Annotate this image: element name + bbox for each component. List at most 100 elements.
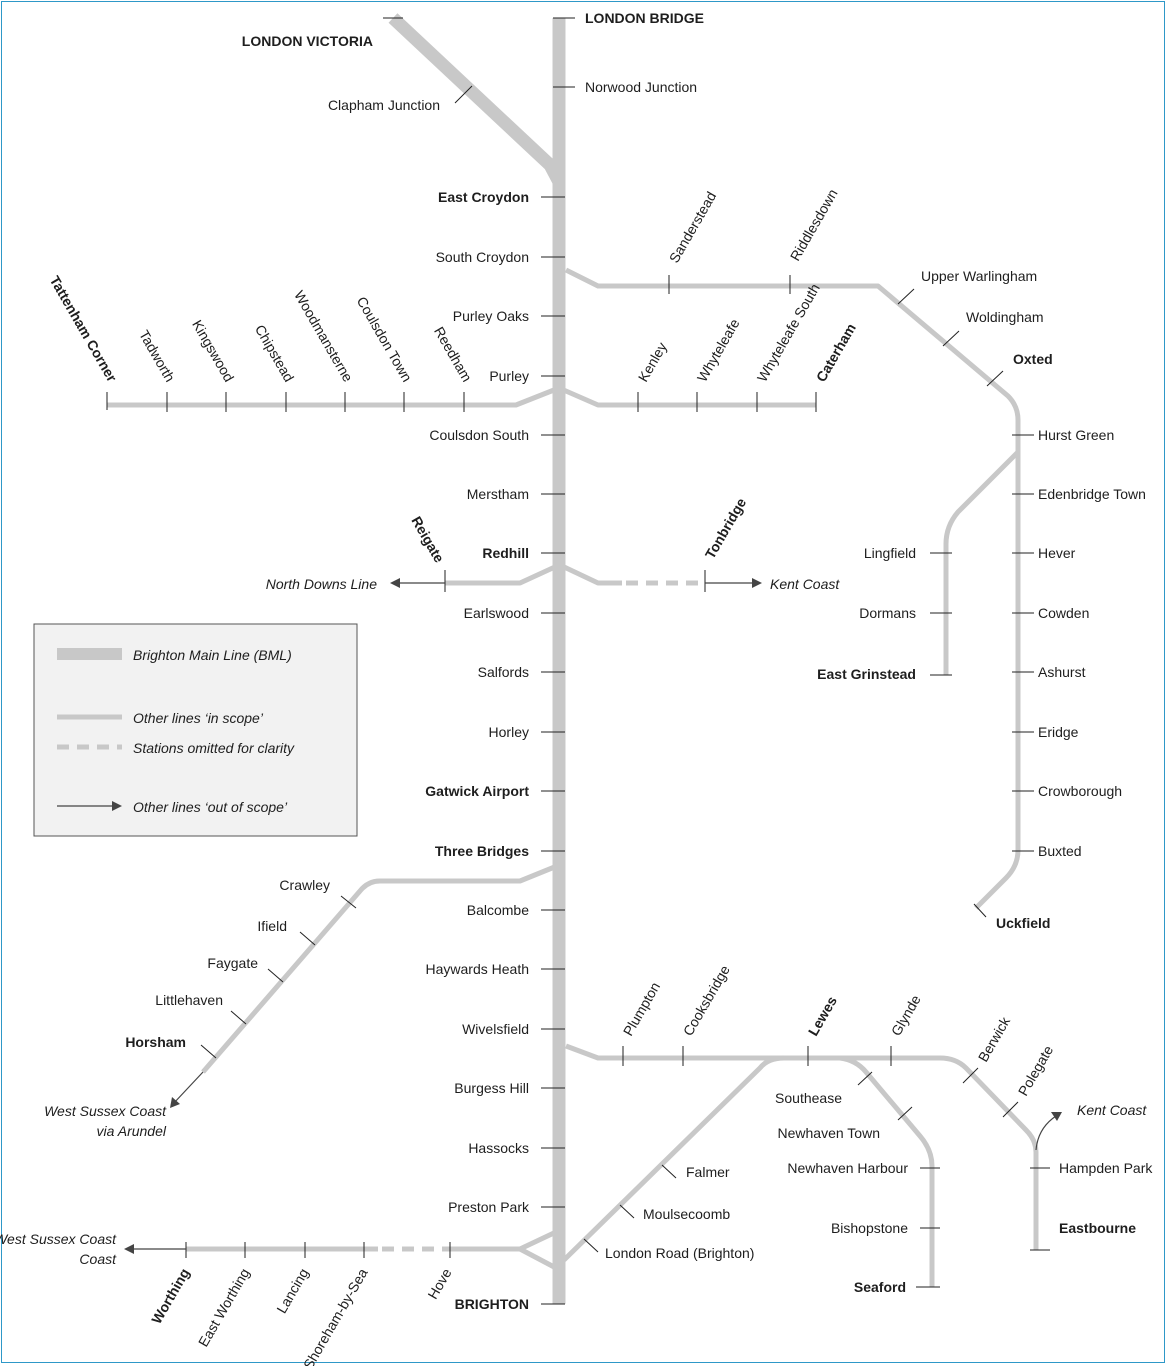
station-labels: LONDON BRIDGE BRIGHTON LONDON VICTORIA C… xyxy=(0,10,1153,1366)
station-norwood-junction: Norwood Junction xyxy=(585,79,697,95)
station-merstham: Merstham xyxy=(467,486,529,502)
station-southease: Southease xyxy=(775,1090,842,1106)
coastway-west-line-2 xyxy=(450,1229,558,1271)
station-kingswood: Kingswood xyxy=(189,317,237,384)
station-crowborough: Crowborough xyxy=(1038,783,1122,799)
station-tonbridge: Tonbridge xyxy=(702,495,750,562)
station-lewes: Lewes xyxy=(805,993,840,1038)
tonbridge-line xyxy=(560,563,622,586)
out-kent-coast-1: Kent Coast xyxy=(770,576,840,592)
station-gatwick-airport: Gatwick Airport xyxy=(425,783,529,799)
arrow-head-right-icon xyxy=(752,578,762,588)
station-whyteleafe: Whyteleafe xyxy=(694,316,743,385)
legend-arrow-icon xyxy=(112,801,122,811)
station-kenley: Kenley xyxy=(635,339,670,384)
station-lancing: Lancing xyxy=(273,1266,311,1316)
station-tadworth: Tadworth xyxy=(136,327,178,384)
station-crawley: Crawley xyxy=(279,877,330,893)
arrow-west-sussex-arundel xyxy=(172,1071,204,1105)
station-eastbourne: Eastbourne xyxy=(1059,1220,1136,1236)
legend: Brighton Main Line (BML) Other lines ‘in… xyxy=(33,623,358,837)
station-glynde: Glynde xyxy=(888,992,924,1039)
arrow-kent-coast-2 xyxy=(1035,1115,1057,1151)
station-dormans: Dormans xyxy=(859,605,916,621)
station-berwick: Berwick xyxy=(975,1013,1014,1064)
station-burgess-hill: Burgess Hill xyxy=(454,1080,529,1096)
station-cooksbridge: Cooksbridge xyxy=(680,962,733,1038)
station-wivelsfield: Wivelsfield xyxy=(462,1021,529,1037)
station-ifield: Ifield xyxy=(257,918,287,934)
station-uckfield: Uckfield xyxy=(996,915,1050,931)
station-bishopstone: Bishopstone xyxy=(831,1220,908,1236)
station-shoreham-by-sea: Shoreham-by-Sea xyxy=(300,1265,371,1366)
station-worthing: Worthing xyxy=(148,1266,192,1327)
station-london-victoria: LONDON VICTORIA xyxy=(242,33,373,49)
station-coulsdon-south: Coulsdon South xyxy=(429,427,529,443)
station-reedham: Reedham xyxy=(431,324,475,385)
out-coast: Coast xyxy=(79,1251,117,1267)
out-west-sussex-coast-1: West Sussex Coast xyxy=(44,1103,167,1119)
station-purley-oaks: Purley Oaks xyxy=(453,308,529,324)
out-north-downs-line: North Downs Line xyxy=(266,576,377,592)
east-grinstead-line xyxy=(943,450,1020,675)
station-coulsdon-town: Coulsdon Town xyxy=(354,294,416,385)
station-ticks xyxy=(106,17,1050,1305)
caterham-line xyxy=(558,385,816,408)
station-plumpton: Plumpton xyxy=(620,979,663,1038)
seaford-line xyxy=(839,1055,935,1287)
station-hurst-green: Hurst Green xyxy=(1038,427,1114,443)
brighton-lewes-line xyxy=(562,1055,840,1262)
horsham-line xyxy=(201,863,558,1074)
station-three-bridges: Three Bridges xyxy=(435,843,529,859)
station-east-grinstead: East Grinstead xyxy=(817,666,916,682)
station-lingfield: Lingfield xyxy=(864,545,916,561)
oxted-line xyxy=(564,267,1021,910)
station-redhill: Redhill xyxy=(482,545,529,561)
station-moulsecoomb: Moulsecoomb xyxy=(643,1206,730,1222)
station-buxted: Buxted xyxy=(1038,843,1082,859)
arrow-head-up-right-icon xyxy=(1051,1112,1062,1121)
station-london-road-brighton: London Road (Brighton) xyxy=(605,1245,754,1261)
out-via-arundel: via Arundel xyxy=(96,1123,166,1139)
station-horley: Horley xyxy=(489,724,529,740)
station-cowden: Cowden xyxy=(1038,605,1089,621)
station-chipstead: Chipstead xyxy=(252,322,297,385)
station-woldingham: Woldingham xyxy=(966,309,1044,325)
station-tattenham-corner: Tattenham Corner xyxy=(47,273,121,385)
station-east-croydon: East Croydon xyxy=(438,189,529,205)
station-haywards-heath: Haywards Heath xyxy=(426,961,530,977)
station-newhaven-harbour: Newhaven Harbour xyxy=(787,1160,908,1176)
station-whyteleafe-south: Whyteleafe South xyxy=(754,281,823,385)
station-edenbridge-town: Edenbridge Town xyxy=(1038,486,1146,502)
station-falmer: Falmer xyxy=(686,1164,730,1180)
station-hassocks: Hassocks xyxy=(468,1140,529,1156)
station-horsham: Horsham xyxy=(125,1034,186,1050)
reigate-line xyxy=(445,563,559,586)
station-clapham-junction: Clapham Junction xyxy=(328,97,440,113)
station-seaford: Seaford xyxy=(854,1279,906,1295)
station-south-croydon: South Croydon xyxy=(436,249,529,265)
station-riddlesdown: Riddlesdown xyxy=(787,186,841,263)
station-eridge: Eridge xyxy=(1038,724,1079,740)
station-polegate: Polegate xyxy=(1015,1042,1057,1098)
out-kent-coast-2: Kent Coast xyxy=(1077,1102,1147,1118)
out-west-sussex-coast-2: West Sussex Coast xyxy=(0,1231,117,1247)
bml-victoria-branch xyxy=(388,13,565,186)
station-balcombe: Balcombe xyxy=(467,902,529,918)
legend-omitted-label: Stations omitted for clarity xyxy=(133,740,295,756)
station-littlehaven: Littlehaven xyxy=(155,992,223,1008)
station-east-worthing: East Worthing xyxy=(195,1266,253,1350)
arrow-head-left-icon-2 xyxy=(124,1244,134,1254)
route-lines xyxy=(107,13,1039,1304)
legend-out-label: Other lines ‘out of scope’ xyxy=(133,799,288,815)
station-hampden-park: Hampden Park xyxy=(1059,1160,1153,1176)
station-purley: Purley xyxy=(489,368,529,384)
out-of-scope-arrows xyxy=(124,578,1062,1254)
station-newhaven-town: Newhaven Town xyxy=(778,1125,880,1141)
east-coastway-line xyxy=(565,1043,1039,1250)
station-faygate: Faygate xyxy=(207,955,258,971)
station-upper-warlingham: Upper Warlingham xyxy=(921,268,1037,284)
station-sanderstead: Sanderstead xyxy=(666,189,720,266)
station-caterham: Caterham xyxy=(813,321,859,385)
